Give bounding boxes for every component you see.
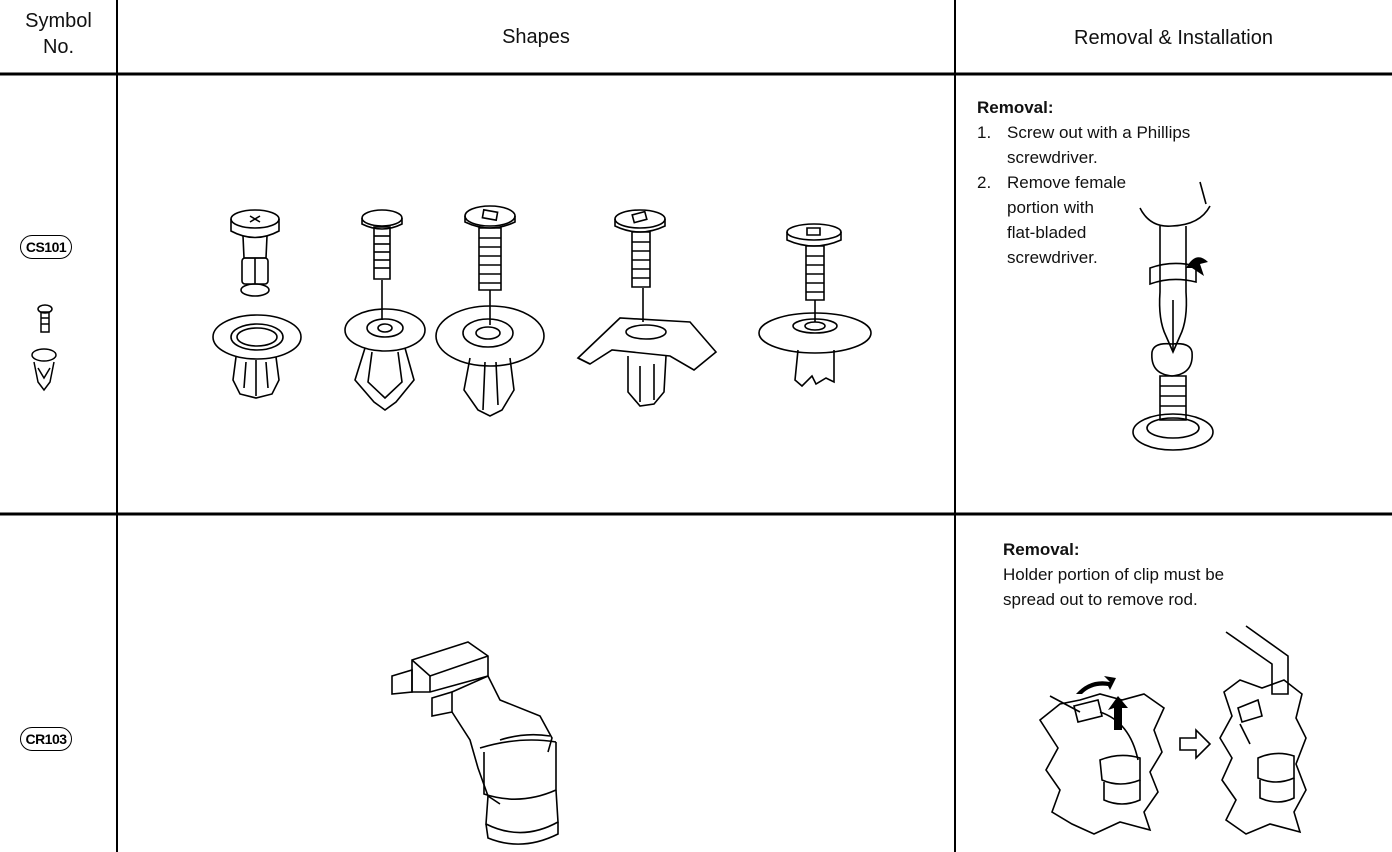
header-symbol-line2: No. (42, 36, 75, 58)
cr103-removal-instructions: Removal: Holder portion of clip must be … (1003, 537, 1333, 612)
cs101-step-2-line-3: flat-bladed (1007, 223, 1087, 242)
symbol-badge-cr103: CR103 (20, 727, 72, 751)
cs101-step-1-line-2: screwdriver. (1007, 148, 1098, 167)
cr103-removal-line-2: spread out to remove rod. (1003, 590, 1198, 609)
cs101-step-2-line-4: screwdriver. (1007, 248, 1098, 267)
header-symbol-line1: Symbol (25, 10, 92, 32)
cr103-removal-line-1: Holder portion of clip must be (1003, 565, 1225, 584)
symbol-badge-cs101: CS101 (20, 235, 72, 259)
header-symbol-no: Symbol No. (0, 8, 117, 60)
cs101-step-2-line-2: portion with (1007, 198, 1094, 217)
cs101-step-1: 1. Screw out with a Phillips screwdriver… (977, 120, 1277, 170)
cs101-step-2-number: 2. (977, 173, 992, 192)
header-shapes: Shapes (502, 26, 570, 48)
cs101-removal-instructions: Removal: 1. Screw out with a Phillips sc… (977, 95, 1277, 270)
cs101-step-2: 2. Remove female portion with flat-blade… (977, 170, 1277, 270)
header-removal-installation: Removal & Installation (1074, 27, 1273, 49)
cs101-step-1-number: 1. (977, 123, 992, 142)
cr103-removal-heading: Removal: (1003, 540, 1080, 559)
cs101-removal-heading: Removal: (977, 98, 1054, 117)
cs101-step-1-line-1: Screw out with a Phillips (1007, 123, 1191, 142)
cs101-step-2-line-1: Remove female (1007, 173, 1127, 192)
